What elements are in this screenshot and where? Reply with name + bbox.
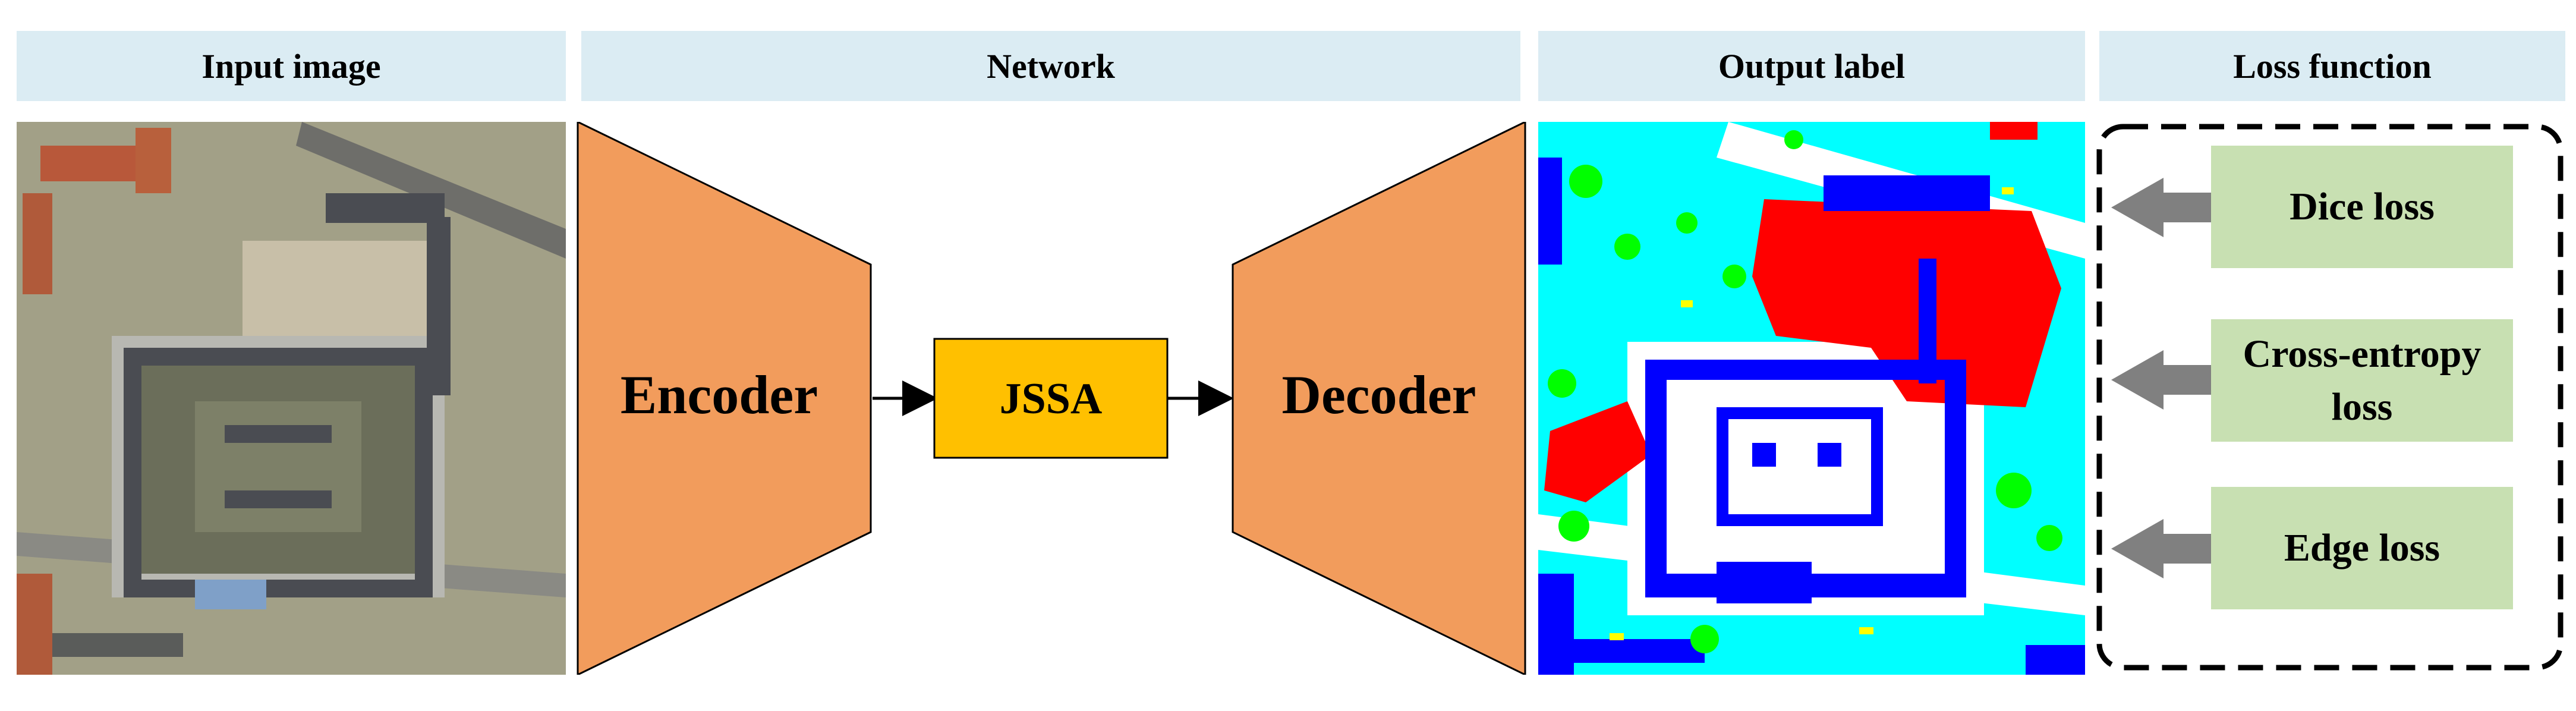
edge-loss-box: Edge loss	[2211, 487, 2513, 609]
dice-loss-label: Dice loss	[2290, 185, 2435, 229]
encoder-trapezoid	[577, 122, 872, 675]
jssa-label: JSSA	[1000, 375, 1103, 423]
cross-entropy-loss-label: Cross-entropy loss	[2243, 332, 2481, 429]
edge-loss-label: Edge loss	[2284, 526, 2440, 570]
dice-loss-arrow	[2111, 178, 2211, 237]
cross-entropy-loss-box: Cross-entropy loss	[2211, 319, 2513, 442]
edge-loss-arrow	[2111, 519, 2211, 578]
decoder-trapezoid	[1232, 122, 1526, 675]
network-diagram: Encoder JSSA Decoder	[571, 122, 1533, 675]
header-network: Network	[581, 31, 1520, 101]
loss-function-panel: Dice loss Cross-entropy loss Edge loss	[2092, 122, 2568, 675]
cross-entropy-loss-arrow	[2111, 350, 2211, 410]
decoder-label: Decoder	[1282, 364, 1476, 425]
header-output-label: Output label	[1538, 31, 2085, 101]
jssa-box	[933, 338, 1169, 459]
header-loss-function: Loss function	[2099, 31, 2565, 101]
output-segmentation-label	[1538, 122, 2085, 675]
header-input-image: Input image	[17, 31, 566, 101]
encoder-label: Encoder	[621, 364, 818, 425]
loss-dashed-border	[2096, 124, 2564, 671]
dice-loss-box: Dice loss	[2211, 146, 2513, 268]
input-aerial-image	[17, 122, 566, 675]
